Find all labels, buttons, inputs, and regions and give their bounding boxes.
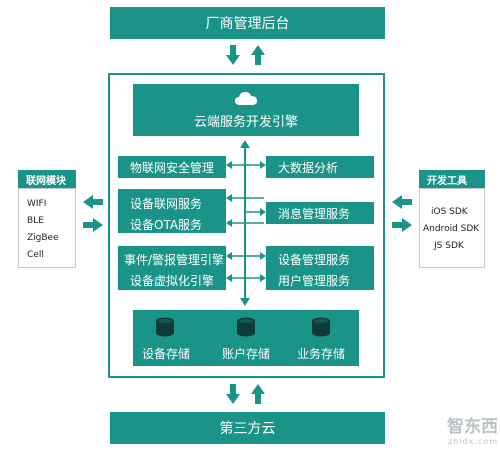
cloud-icon xyxy=(235,92,257,105)
network-module-header: 联网模块 xyxy=(18,170,76,188)
big-data-label: 大数据分析 xyxy=(278,160,339,175)
engine-label: 云端服务开发引擎 xyxy=(193,115,298,130)
user-mgmt-label: 用户管理服务 xyxy=(278,274,351,288)
list-item: ZigBee xyxy=(27,233,59,243)
list-item: JS SDK xyxy=(434,241,464,251)
account-storage-label: 账户存储 xyxy=(221,347,270,361)
big-data-box: 大数据分析 xyxy=(266,156,374,178)
iot-security-box: 物联网安全管理 xyxy=(118,156,226,178)
list-item: WIFI xyxy=(27,199,47,209)
device-network-ota-box: 设备联网服务 设备OTA服务 xyxy=(118,189,226,233)
event-virtualization-box: 事件/警报管理引擎 设备虚拟化引擎 xyxy=(118,246,226,290)
database-icon xyxy=(312,317,330,337)
arrow-down-icon xyxy=(226,384,240,404)
business-storage-label: 业务存储 xyxy=(296,347,345,361)
dev-tools-title: 开发工具 xyxy=(427,175,467,187)
device-virtualization-label: 设备虚拟化引擎 xyxy=(130,274,215,288)
list-item: Cell xyxy=(27,250,44,260)
watermark: 智东西 zhidx.com xyxy=(418,412,498,452)
event-alarm-label: 事件/警报管理引擎 xyxy=(124,253,225,267)
database-icon xyxy=(237,317,255,337)
list-item: iOS SDK xyxy=(431,207,468,217)
arrow-down-icon xyxy=(226,45,240,65)
iot-security-label: 物联网安全管理 xyxy=(130,160,215,175)
device-user-mgmt-box: 设备管理服务 用户管理服务 xyxy=(266,246,374,290)
dev-tools-header: 开发工具 xyxy=(419,170,485,188)
database-icon xyxy=(156,317,174,337)
network-module-title: 联网模块 xyxy=(26,175,66,187)
arrow-left-icon xyxy=(392,195,412,209)
network-module-list: WIFI BLE ZigBee Cell xyxy=(18,188,76,268)
watermark-text: 智东西 xyxy=(447,417,498,437)
cloud-engine-box: 云端服务开发引擎 xyxy=(133,84,359,136)
list-item: BLE xyxy=(27,216,44,226)
arrow-up-icon xyxy=(251,45,265,65)
device-network-label: 设备联网服务 xyxy=(130,197,203,211)
storage-panel: 设备存储 账户存储 业务存储 xyxy=(133,310,359,366)
list-item: Android SDK xyxy=(423,224,480,234)
watermark-sub: zhidx.com xyxy=(448,437,498,446)
device-mgmt-label: 设备管理服务 xyxy=(278,253,351,267)
message-mgmt-box: 消息管理服务 xyxy=(266,202,374,224)
dev-tools-list: iOS SDK Android SDK JS SDK xyxy=(419,188,485,268)
arrow-left-icon xyxy=(83,195,103,209)
vendor-admin-label: 厂商管理后台 xyxy=(205,16,290,32)
message-mgmt-label: 消息管理服务 xyxy=(278,206,351,221)
device-storage-label: 设备存储 xyxy=(141,347,190,361)
arrow-right-icon xyxy=(392,218,412,232)
third-party-cloud-bar: 第三方云 xyxy=(110,412,385,444)
service-connectors xyxy=(226,161,266,282)
vendor-admin-bar: 厂商管理后台 xyxy=(110,7,385,39)
device-ota-label: 设备OTA服务 xyxy=(130,218,203,232)
arrow-up-icon xyxy=(251,384,265,404)
arrow-right-icon xyxy=(83,218,103,232)
third-party-cloud-label: 第三方云 xyxy=(219,421,276,437)
